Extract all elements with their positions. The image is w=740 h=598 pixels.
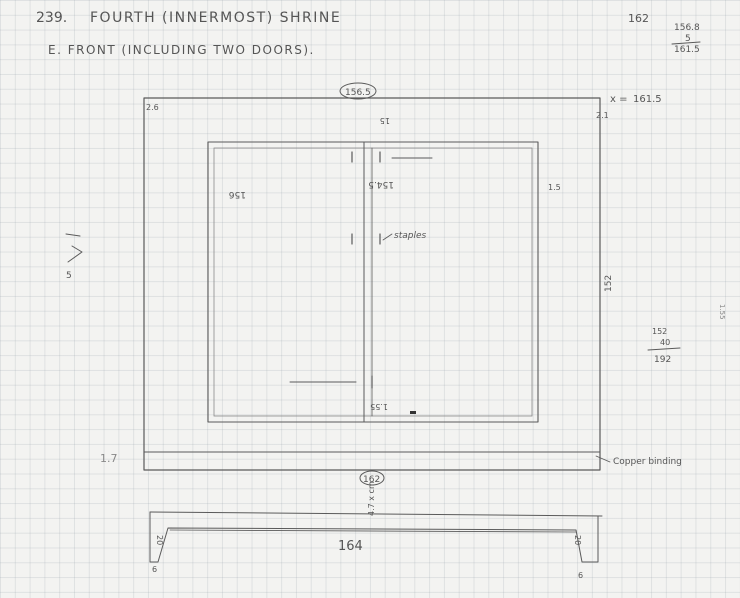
profile-right-base: 6	[578, 571, 583, 580]
outer-right-height: 152	[604, 275, 614, 292]
drawing-subtitle: E. FRONT (INCLUDING TWO DOORS).	[48, 43, 315, 57]
centre-door-height: 154.5	[368, 179, 394, 189]
staples-label: staples	[394, 231, 426, 241]
top-right-fraction-c: 161.5	[674, 45, 700, 55]
far-right-mark: 1.55	[718, 304, 726, 320]
profile-left-base: 6	[152, 565, 157, 574]
side-fraction-b: 40	[660, 338, 670, 347]
door-panel	[207, 141, 539, 423]
corner-tr: 2.1	[596, 111, 609, 120]
corner-tl: 2.6	[146, 103, 159, 112]
left-base-height: 1.7	[100, 452, 118, 465]
door-panel-inner-line	[213, 147, 533, 417]
staples-leader	[382, 233, 393, 241]
drawing-title: FOURTH (INNERMOST) SHRINE	[90, 10, 341, 26]
side-fraction-c: 192	[654, 355, 671, 365]
profile-vertical-note: 4.7 x cm	[367, 481, 376, 516]
copper-binding-leader	[595, 455, 611, 463]
bottom-dot	[410, 411, 416, 414]
top-right-fraction-b: 5	[685, 34, 691, 44]
fraction-bar	[671, 41, 701, 45]
top-right-fraction-a: 156.8	[674, 23, 700, 33]
right-door-mark: 1.5	[548, 183, 561, 192]
profile-width: 164	[338, 539, 363, 554]
profile-outline	[149, 511, 599, 563]
top-right-number: 162	[628, 12, 649, 25]
left-margin-mark: 5	[66, 271, 72, 281]
outer-frame	[143, 97, 601, 471]
top-gap-mark: 15	[380, 116, 390, 125]
left-margin-arrow	[65, 233, 83, 263]
profile-top-line	[149, 511, 603, 517]
side-fraction-a: 152	[652, 327, 667, 336]
top-circle	[339, 82, 377, 100]
left-door-height: 156	[229, 189, 246, 199]
outer-right-eq: 161.5	[633, 94, 662, 105]
outer-bottom-width: 162	[363, 475, 380, 485]
copper-binding-note: Copper binding	[613, 457, 682, 467]
outer-right-eq-label: x =	[610, 94, 627, 105]
profile-right-height: 20	[573, 535, 582, 545]
profile-left-height: 20	[155, 535, 164, 545]
outer-top-width: 156.5	[345, 88, 371, 98]
side-fraction-bar	[647, 347, 681, 351]
bottom-circle	[359, 470, 385, 486]
bottom-centre-mark: 1.55	[370, 402, 388, 411]
profile-inner-line	[169, 529, 577, 533]
drawing-number: 239.	[36, 10, 67, 26]
